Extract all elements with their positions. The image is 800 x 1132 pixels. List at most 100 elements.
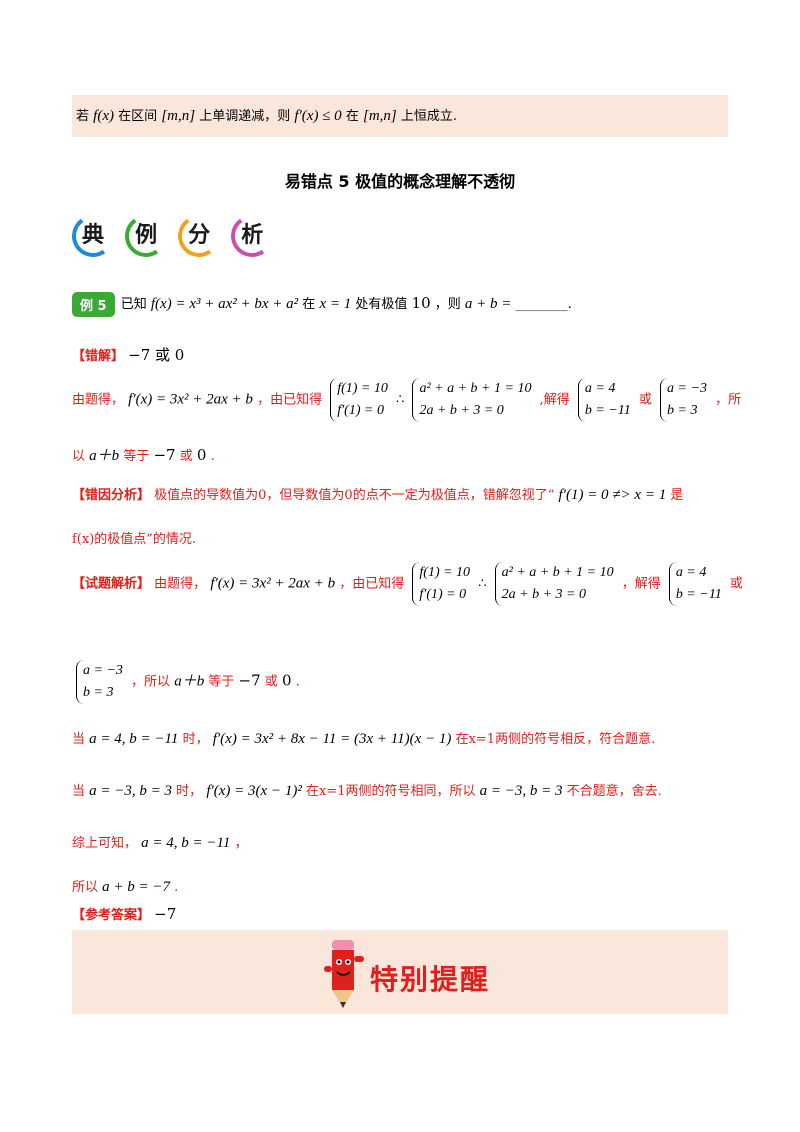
case1-text-3: 在x=1两侧的符号相反，符合题意. — [455, 732, 656, 747]
note-math-1: f(x) — [93, 108, 114, 124]
reference-answer-value: −7 — [154, 905, 177, 923]
error-analysis-math: f′(1) = 0 ≠> x = 1 — [558, 487, 667, 503]
cs-text-8: 或 — [264, 674, 278, 690]
ws2-math-3: 0 — [196, 446, 207, 464]
error-analysis-text-2: 是 — [670, 488, 684, 503]
cs-sys4-row1: a = −3 — [83, 663, 123, 678]
ws2-text-3: 或 — [179, 449, 193, 464]
banner-char-2: 例 — [125, 215, 167, 257]
cs-text-7: 等于 — [208, 674, 235, 690]
ws-text-4: ,解得 — [539, 392, 570, 408]
ws-sys3-row2: b = −11 — [584, 403, 631, 418]
note-math-3: f′(x) ≤ 0 — [294, 108, 342, 124]
example-text-2: 在 — [302, 297, 316, 312]
example-math-3: 10 — [411, 294, 431, 312]
ws2-math-2: −7 — [153, 446, 176, 464]
case-1-line: 当 a = 4, b = −11 时， f′(x) = 3x² + 8x − 1… — [72, 728, 655, 748]
example-analysis-banner: 典 例 分 析 — [72, 215, 279, 257]
wrong-answer-row: 【错解】 −7 或 0 — [72, 344, 184, 365]
reference-answer-tag: 【参考答案】 — [72, 908, 151, 923]
ws-system-3: a = 4 b = −11 — [577, 378, 631, 422]
cs-system-4: a = −3 b = 3 — [76, 660, 123, 704]
cs-sys1-row1: f(1) = 10 — [419, 565, 471, 580]
case-2-line: 当 a = −3, b = 3 时， f′(x) = 3(x − 1)² 在x=… — [72, 780, 662, 800]
case2-math-1: a = −3, b = 3 — [89, 783, 173, 799]
error-analysis-text: 极值点的导数值为0，但导数值为0的点不一定为极值点，错解忽视了“ — [154, 488, 555, 503]
correct-solution-line-1: 【试题解析】 由题得， f′(x) = 3x² + 2ax + b ，由已知得 … — [72, 562, 743, 606]
result-math: a + b = −7 — [102, 879, 171, 895]
note-text-2: 在区间 — [118, 109, 158, 124]
note-math-4: [m,n] — [362, 108, 397, 124]
cs-system-2: a² + a + b + 1 = 10 2a + b + 3 = 0 — [494, 562, 614, 606]
ws-text-6: ，所 — [715, 392, 742, 408]
example-math-1: f(x) = x³ + ax² + bx + a² — [150, 296, 299, 312]
case2-text-3: 在x=1两侧的符号相同，所以 — [305, 784, 476, 799]
case1-text-2: 时， — [182, 732, 209, 747]
example-math-2: x = 1 — [319, 296, 352, 312]
ws-sys3-row1: a = 4 — [584, 381, 616, 396]
cs-sys1-row2: f′(1) = 0 — [419, 587, 467, 602]
example-text-3: 处有极值 — [355, 297, 408, 312]
ws2-text-1: 以 — [72, 449, 86, 464]
error-analysis-tag: 【错因分析】 — [72, 488, 151, 503]
cs-system-3: a = 4 b = −11 — [668, 562, 722, 606]
case1-math-2: f′(x) = 3x² + 8x − 11 = (3x + 11)(x − 1) — [212, 731, 452, 747]
wrong-solution-line-1: 由题得， f′(x) = 3x² + 2ax + b ，由已知得 f(1) = … — [72, 378, 741, 422]
error-analysis-line-2: f(x)的极值点”的情况. — [72, 532, 197, 547]
ws-sys4-row1: a = −3 — [667, 381, 707, 396]
cs-sys4-row2: b = 3 — [83, 685, 114, 700]
note-text-4: 在 — [345, 109, 359, 124]
ws2-text-4: . — [210, 449, 215, 464]
cs-sum: a＋b — [174, 673, 205, 690]
example-text-4: ，则 — [434, 297, 461, 312]
case1-text-1: 当 — [72, 732, 86, 747]
wrong-answer-text: −7 或 0 — [128, 346, 185, 364]
ws-sys2-row1: a² + a + b + 1 = 10 — [419, 381, 532, 396]
case2-text-4: 不合题意，舍去. — [566, 784, 662, 799]
note-math-2: [m,n] — [161, 108, 196, 124]
ws-text-5: 或 — [638, 392, 652, 408]
ws2-math-1: a＋b — [89, 448, 120, 464]
section-title: 易错点 5 极值的概念理解不透彻 — [284, 172, 516, 191]
ws-system-4: a = −3 b = 3 — [660, 378, 707, 422]
ws-system-2: a² + a + b + 1 = 10 2a + b + 3 = 0 — [412, 378, 531, 422]
ws-text-1: 由题得， — [72, 392, 125, 408]
note-text-5: 上恒成立. — [400, 109, 458, 124]
cs-text-5: 或 — [729, 576, 743, 592]
error-analysis-line-1: 【错因分析】 极值点的导数值为0，但导数值为0的点不一定为极值点，错解忽视了“ … — [72, 484, 683, 504]
answer-blank: ________. — [515, 297, 572, 312]
banner-char-3: 分 — [178, 215, 220, 257]
ws-sys1-row1: f(1) = 10 — [337, 381, 388, 396]
reference-answer-row: 【参考答案】 −7 — [72, 904, 176, 923]
ws-sys4-row2: b = 3 — [667, 403, 698, 418]
special-reminder-box: 特别提醒 — [72, 930, 728, 1014]
example-question: 例 5 已知 f(x) = x³ + ax² + bx + a² 在 x = 1… — [72, 292, 572, 317]
ws-system-1: f(1) = 10 f′(1) = 0 — [330, 378, 388, 422]
case1-math-1: a = 4, b = −11 — [89, 731, 179, 747]
special-reminder-label: 特别提醒 — [370, 963, 491, 996]
result-text-1: 所以 — [72, 880, 99, 895]
cs-sys3-row2: b = −11 — [675, 587, 722, 602]
pencil-mascot-icon — [324, 940, 364, 1008]
summary-text-2: ， — [234, 836, 248, 851]
cs-therefore: ∴ — [478, 576, 487, 592]
cs-text-2: ，由已知得 — [339, 576, 405, 592]
summary-math: a = 4, b = −11 — [141, 835, 231, 851]
note-text-1: 若 — [76, 109, 90, 124]
cs-sys2-row2: 2a + b + 3 = 0 — [501, 587, 586, 602]
cs-text-9: . — [295, 674, 300, 690]
cs-derivative: f′(x) = 3x² + 2ax + b — [210, 575, 336, 592]
case2-text-1: 当 — [72, 784, 86, 799]
case2-text-2: 时， — [176, 784, 203, 799]
example-text-1: 已知 — [120, 297, 147, 312]
cs-sys2-row1: a² + a + b + 1 = 10 — [501, 565, 614, 580]
result-line: 所以 a + b = −7 . — [72, 876, 178, 896]
cs-text-1: 由题得， — [154, 576, 207, 592]
correct-solution-tag: 【试题解析】 — [72, 576, 151, 592]
ws2-text-2: 等于 — [123, 449, 150, 464]
cs-sys3-row1: a = 4 — [675, 565, 707, 580]
example-math-4: a + b = — [464, 296, 512, 312]
ws-therefore: ∴ — [396, 392, 405, 408]
cs-system-1: f(1) = 10 f′(1) = 0 — [412, 562, 470, 606]
ws-sys1-row2: f′(1) = 0 — [337, 403, 384, 418]
